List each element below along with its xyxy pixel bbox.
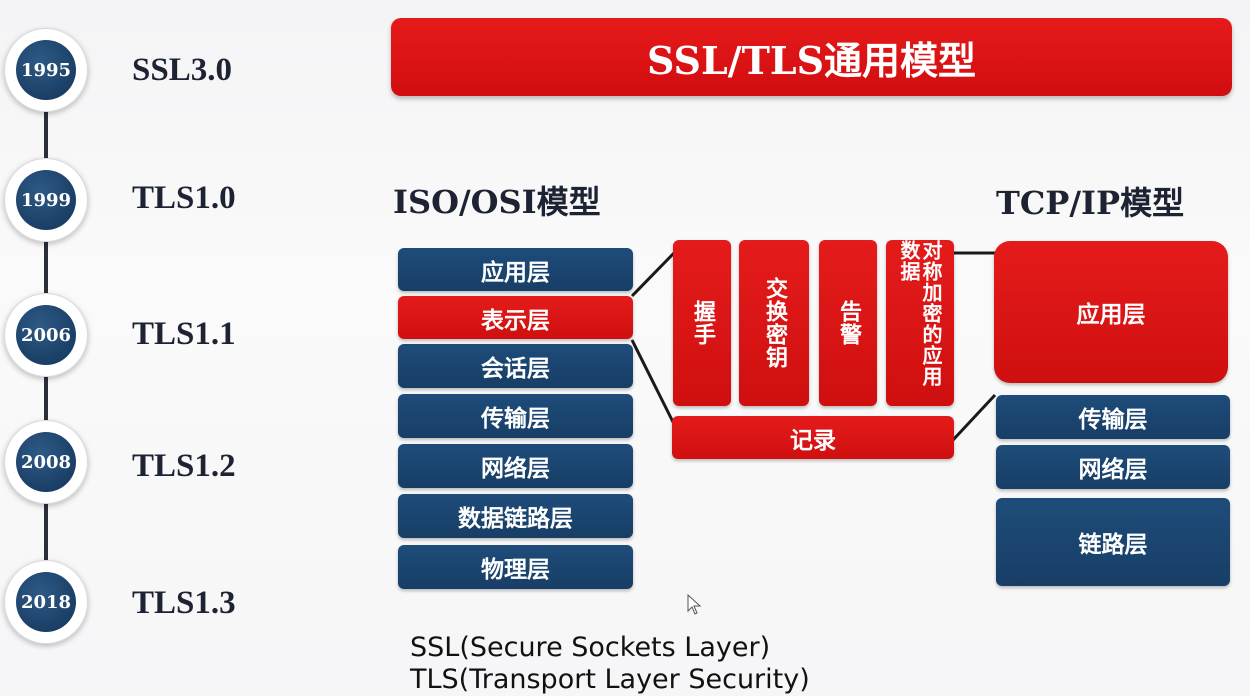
footnote-tls: TLS(Transport Layer Security)	[410, 664, 810, 695]
year-badge: 2008	[16, 432, 76, 492]
osi-layer-network: 网络层	[398, 444, 633, 488]
ssl-key-exchange-block: 交换密钥	[739, 240, 809, 406]
version-label: SSL3.0	[132, 52, 232, 88]
year-badge: 2018	[16, 572, 76, 632]
ssl-handshake-block: 握手	[673, 240, 731, 406]
tcpip-heading: TCP/IP模型	[996, 184, 1185, 222]
timeline-node: 2006	[4, 293, 88, 377]
tcpip-layer-link: 链路层	[996, 498, 1230, 586]
osi-layer-session: 会话层	[398, 344, 633, 388]
tcpip-layer-transport: 传输层	[996, 395, 1230, 439]
osi-heading: ISO/OSI模型	[393, 183, 601, 221]
ssl-application-data-block: 对称加密的应用数据	[886, 240, 954, 406]
timeline-node: 1995	[4, 28, 88, 112]
timeline-item-1999: 1999 TLS1.0	[0, 158, 300, 258]
osi-layer-presentation: 表示层	[398, 296, 633, 339]
version-label: TLS1.0	[132, 180, 236, 216]
osi-layer-datalink: 数据链路层	[398, 494, 633, 538]
footnote-ssl: SSL(Secure Sockets Layer)	[410, 632, 771, 663]
version-label: TLS1.1	[132, 316, 236, 352]
mouse-cursor-icon	[687, 594, 702, 615]
timeline-node: 1999	[4, 158, 88, 242]
timeline-item-2018: 2018 TLS1.3	[0, 560, 300, 660]
year-badge: 1995	[16, 40, 76, 100]
timeline-node: 2008	[4, 420, 88, 504]
tcpip-layer-network: 网络层	[996, 445, 1230, 489]
osi-layer-application: 应用层	[398, 248, 633, 291]
version-label: TLS1.2	[132, 448, 236, 484]
year-badge: 1999	[16, 170, 76, 230]
version-label: TLS1.3	[132, 585, 236, 621]
ssl-record-block: 记录	[672, 416, 954, 459]
osi-layer-transport: 传输层	[398, 394, 633, 438]
year-badge: 2006	[16, 305, 76, 365]
timeline-node: 2018	[4, 560, 88, 644]
timeline-item-2006: 2006 TLS1.1	[0, 293, 300, 393]
timeline-item-2008: 2008 TLS1.2	[0, 420, 300, 520]
diagram-title: SSL/TLS通用模型	[391, 18, 1232, 96]
osi-layer-physical: 物理层	[398, 545, 633, 589]
ssl-alert-block: 告警	[819, 240, 877, 406]
tcpip-layer-application: 应用层	[994, 241, 1228, 383]
timeline-item-1995: 1995 SSL3.0	[0, 28, 300, 128]
